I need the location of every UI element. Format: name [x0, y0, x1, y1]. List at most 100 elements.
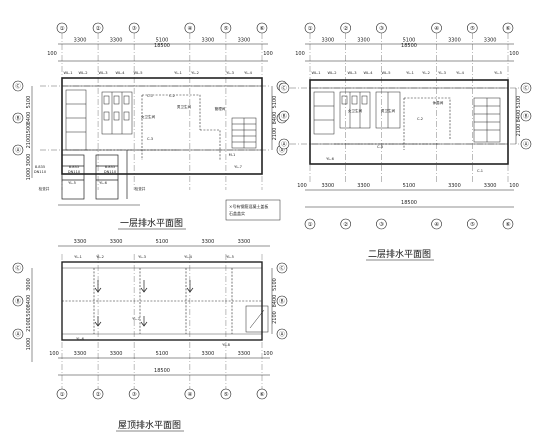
p2-axis-right-3-circle [520, 138, 532, 150]
p2-axis-right-1-circle [520, 82, 532, 94]
p2-dim-top-bay-3: 5100 [403, 38, 416, 44]
p3-dim-bot-bay-2: 3300 [110, 351, 123, 357]
p1-room-female-toilet: 女卫生间 [141, 114, 156, 119]
p1-dim-top-bay-2: 3300 [110, 38, 123, 44]
p1-pipe-label-4: WL-4 [115, 71, 125, 75]
p2-dim-bot-side-right: 100 [509, 183, 519, 189]
p1-pipe-label-11: YL-6 [99, 181, 107, 185]
p2-axis-top-5-label: ⑤ [470, 26, 475, 32]
p3-axis-bot-1-label: ① [60, 392, 65, 398]
p1-inspection-label-3: 8.835 [69, 165, 79, 169]
p1-dim-top-bay-3: 5100 [156, 38, 169, 44]
p1-dim-right-3: 2100 [272, 128, 278, 141]
p2-axis-top-3-label: ③ [379, 26, 384, 32]
p1-dim-left-5: 3000 [26, 154, 32, 167]
p1-axis-left-3-label: Ⓐ [15, 146, 21, 154]
p1-axis-left-2-circle [12, 112, 24, 124]
p3-dim-right-3: 2100 [272, 311, 278, 324]
p1-pipe-label-15: C-3 [147, 137, 153, 141]
p1-pipe-label-7: YL-2 [191, 71, 199, 75]
p1-dim-top-bay-4: 3300 [202, 38, 215, 44]
p1-well-label-2: 检查井 [135, 186, 146, 191]
p3-dim-top-bay-4: 3300 [202, 239, 215, 245]
p2-pipe-label-10: YL-5 [494, 71, 502, 75]
p3-axis-bot-4-label: ④ [187, 392, 192, 398]
p1-dim-right-2: 8400 [272, 112, 278, 125]
p1-pipe-label-5: WL-5 [133, 71, 142, 75]
p3-dim-left-1: 3000 [26, 278, 32, 291]
plan2-stalls [313, 91, 401, 135]
p3-axis-right-3-circle [276, 328, 288, 340]
p2-axis-left-2-circle [278, 110, 290, 122]
p3-axis-right-2-label: Ⓑ [279, 297, 285, 305]
p1-axis-top-6-circle [256, 22, 268, 34]
p1-room-male-toilet: 男卫生间 [177, 104, 192, 109]
p1-dim-top-total: 18500 [154, 43, 170, 49]
plan1-inspection-pits [61, 150, 128, 200]
p3-dim-bot-total: 18500 [154, 368, 170, 374]
p1-axis-top-4-circle [184, 22, 196, 34]
p2-axis-left-1-label: Ⓒ [281, 84, 287, 92]
p2-axis-bot-2-circle [340, 218, 352, 230]
p1-pipe-label-2: WL-2 [78, 71, 87, 75]
plan1-note-line2: 石盖盖实 [229, 210, 245, 216]
p2-pipe-label-14: C-3 [377, 145, 383, 149]
p2-axis-top-4-label: ④ [434, 26, 439, 32]
p3-dim-bot-bay-5: 3300 [238, 351, 251, 357]
p1-axis-right-3-label: Ⓐ [279, 146, 285, 154]
p2-pipe-label-4: WL-4 [363, 71, 373, 75]
p3-dim-top-bay-2: 3300 [110, 239, 123, 245]
p2-pipe-label-3: WL-3 [347, 71, 356, 75]
p3-pipe-label-3: YL-3 [138, 255, 146, 259]
p3-axis-right-1-label: Ⓒ [279, 264, 285, 272]
p3-axis-right-2-circle [276, 295, 288, 307]
p2-axis-top-2-circle [340, 22, 352, 34]
p2-axis-top-4-circle [431, 22, 442, 34]
p1-inspection-label-4: DN110 [68, 170, 81, 174]
p2-axis-top-2-label: ② [343, 25, 348, 32]
p3-dim-left-2: 8400 [26, 295, 32, 308]
p1-axis-top-3-circle [128, 22, 140, 34]
p1-axis-top-3-label: ③ [132, 26, 137, 32]
p2-room-female-toilet: 女卫生间 [348, 108, 363, 113]
p1-pipe-label-14: C-2 [169, 94, 175, 98]
plan2-stair [473, 97, 501, 143]
p1-pipe-label-8: YL-3 [226, 71, 234, 75]
p3-axis-bot-2-label: ② [96, 391, 101, 398]
p3-dim-top-bay-5: 3300 [238, 239, 251, 245]
p1-dim-left-1: 5100 [26, 96, 32, 109]
p3-axis-left-1-circle [12, 262, 24, 274]
p1-dim-top-side-right: 100 [263, 51, 273, 57]
p3-dim-right-1: 5100 [272, 278, 278, 291]
p3-pipe-label-1: YL-1 [74, 255, 82, 259]
plan1-note-line1: ×号有钢筋混凝土盖板 [229, 203, 268, 209]
p1-dim-left-3: 1500 [26, 124, 32, 137]
p2-dim-bot-side-left: 100 [297, 183, 307, 189]
p3-axis-right-3-label: Ⓐ [279, 330, 285, 338]
drawing-annotations: ①②③④⑤⑥3300330051003300330018500100100ⒸⒸⒷ… [12, 22, 532, 400]
p3-dim-bot-bay-4: 3300 [202, 351, 215, 357]
p2-pipe-label-12: C-1 [477, 169, 483, 173]
p2-axis-right-2-label: Ⓑ [523, 112, 529, 120]
p3-axis-bot-1-circle [56, 388, 68, 400]
p1-dim-left-4: 2100 [26, 136, 32, 149]
plan1-stalls [65, 89, 133, 151]
p2-axis-top-6-label: ⑥ [506, 26, 511, 32]
p2-dim-top-bay-4: 3300 [448, 38, 461, 44]
p1-inspection-label-6: DN110 [104, 170, 117, 174]
p1-dim-top-side-left: 100 [47, 51, 57, 57]
p1-dim-top-bay-1: 3300 [74, 38, 87, 44]
p1-dim-top-bay-5: 3300 [238, 38, 251, 44]
p2-room-rest: 休息间 [433, 100, 444, 105]
plan1-note-box [225, 199, 281, 221]
p2-pipe-label-8: YL-3 [438, 71, 446, 75]
p2-dim-top-side-right: 100 [509, 51, 519, 57]
p1-dim-left-6: 1000 [26, 168, 32, 181]
p2-dim-bot-bay-3: 5100 [403, 183, 416, 189]
p2-dim-right-1: 5100 [516, 96, 522, 109]
p1-inspection-label-1: 8.835 [35, 165, 45, 169]
p1-axis-top-6-label: ⑥ [260, 26, 265, 32]
p2-axis-bot-5-circle [466, 218, 478, 230]
p2-pipe-label-11: YL-6 [326, 157, 334, 161]
